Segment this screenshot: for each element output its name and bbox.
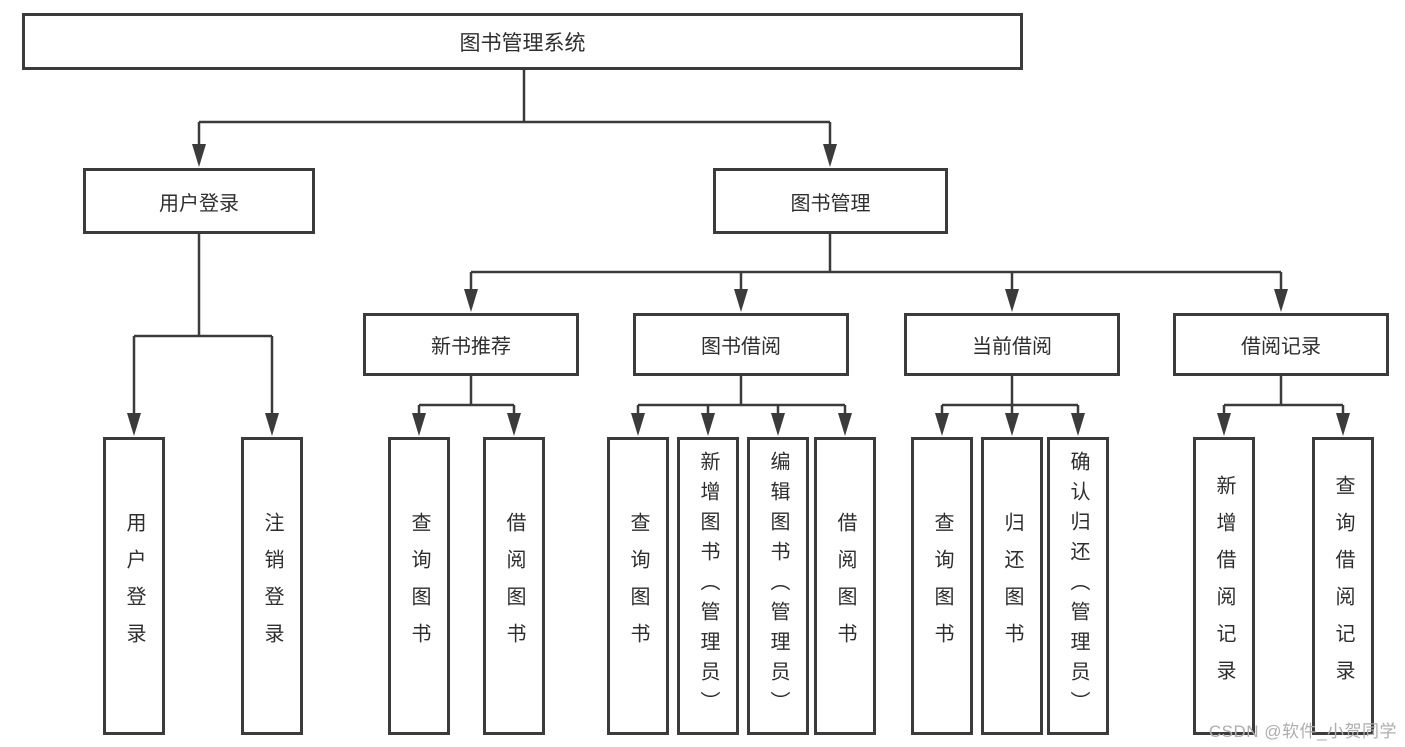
node-current-borrow: 当前借阅 bbox=[904, 313, 1120, 376]
leaf-query-borrow-record: 查询借阅记录 bbox=[1312, 437, 1374, 735]
node-user-login-label: 用户登录 bbox=[159, 192, 239, 215]
leaf-add-book-admin-label: 新增图书（管理员） bbox=[697, 451, 719, 721]
leaf-confirm-return-admin-label: 确认归还（管理员） bbox=[1067, 451, 1089, 721]
leaf-add-borrow-record: 新增借阅记录 bbox=[1193, 437, 1255, 735]
leaf-borrow-books-label: 借阅图书 bbox=[834, 512, 856, 660]
arrowheads bbox=[127, 144, 1350, 436]
node-root: 图书管理系统 bbox=[22, 13, 1023, 70]
leaf-borrow-books: 借阅图书 bbox=[814, 437, 876, 735]
leaf-user-login: 用户登录 bbox=[103, 437, 165, 735]
leaf-return-books-label: 归还图书 bbox=[1001, 512, 1023, 660]
leaf-edit-book-admin-label: 编辑图书（管理员） bbox=[767, 451, 789, 721]
leaf-return-books: 归还图书 bbox=[981, 437, 1043, 735]
leaf-confirm-return-admin: 确认归还（管理员） bbox=[1047, 437, 1109, 735]
leaf-user-login-label: 用户登录 bbox=[123, 512, 145, 660]
node-book-borrow-label: 图书借阅 bbox=[701, 336, 781, 358]
node-book-borrow: 图书借阅 bbox=[633, 313, 849, 376]
leaf-query-books-current: 查询图书 bbox=[911, 437, 973, 735]
leaf-borrow-books-recommend-label: 借阅图书 bbox=[503, 512, 525, 660]
node-user-login: 用户登录 bbox=[83, 168, 315, 234]
node-new-book-recommend-label: 新书推荐 bbox=[431, 336, 511, 358]
leaf-borrow-books-recommend: 借阅图书 bbox=[483, 437, 545, 735]
leaf-logout-label: 注销登录 bbox=[261, 512, 283, 660]
node-borrow-records: 借阅记录 bbox=[1173, 313, 1389, 376]
leaf-query-books-recommend-label: 查询图书 bbox=[408, 512, 430, 660]
node-current-borrow-label: 当前借阅 bbox=[972, 336, 1052, 358]
node-borrow-records-label: 借阅记录 bbox=[1241, 336, 1321, 358]
watermark: CSDN @软件_小贺同学 bbox=[1208, 722, 1397, 741]
node-book-management: 图书管理 bbox=[713, 168, 948, 234]
leaf-query-books-current-label: 查询图书 bbox=[931, 512, 953, 660]
leaf-query-books-recommend: 查询图书 bbox=[388, 437, 450, 735]
leaf-query-borrow-record-label: 查询借阅记录 bbox=[1332, 475, 1354, 697]
leaf-query-books-borrow-label: 查询图书 bbox=[627, 512, 649, 660]
node-new-book-recommend: 新书推荐 bbox=[363, 313, 579, 376]
leaf-query-books-borrow: 查询图书 bbox=[607, 437, 669, 735]
leaf-add-borrow-record-label: 新增借阅记录 bbox=[1213, 475, 1235, 697]
leaf-edit-book-admin: 编辑图书（管理员） bbox=[747, 437, 809, 735]
leaf-add-book-admin: 新增图书（管理员） bbox=[677, 437, 739, 735]
leaf-logout: 注销登录 bbox=[241, 437, 303, 735]
node-root-label: 图书管理系统 bbox=[459, 31, 586, 55]
node-book-management-label: 图书管理 bbox=[790, 192, 871, 215]
